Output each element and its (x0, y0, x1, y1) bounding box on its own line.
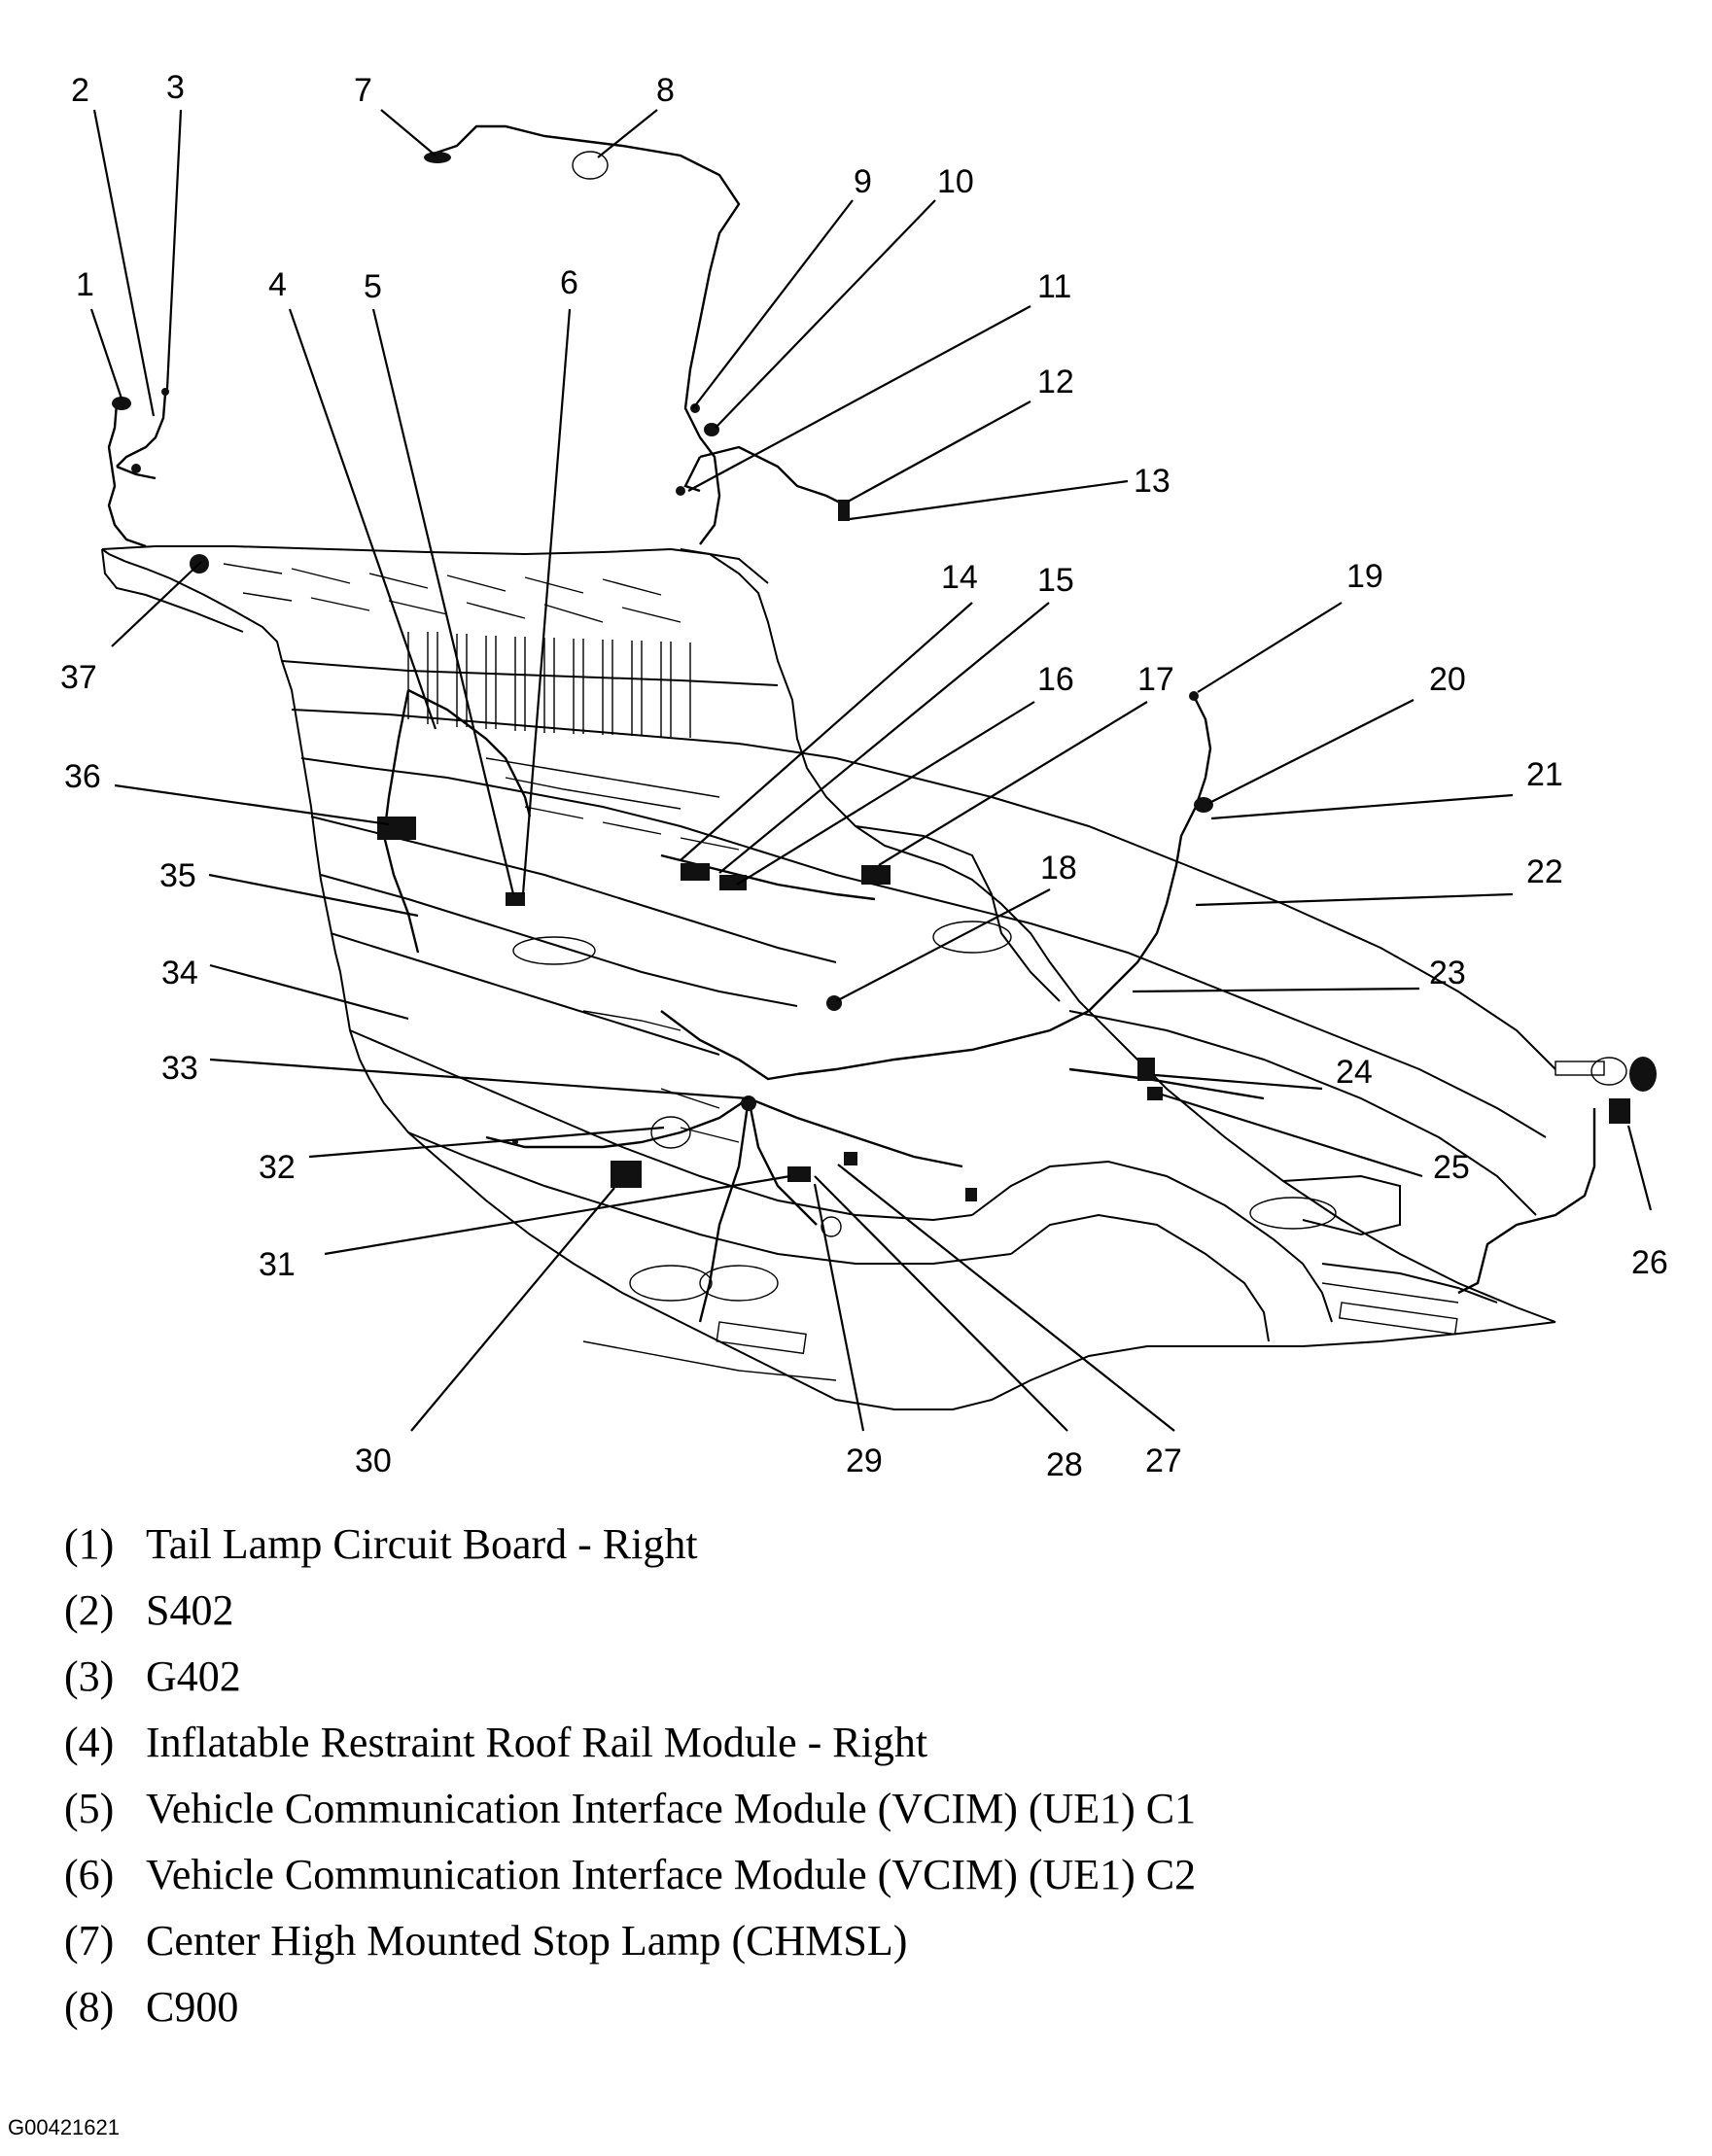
callout-24: 24 (1336, 1054, 1373, 1091)
legend-text: Inflatable Restraint Roof Rail Module - … (146, 1719, 928, 1766)
callout-15: 15 (1037, 562, 1074, 599)
legend-text: Vehicle Communication Interface Module (… (146, 1785, 1197, 1832)
callout-1: 1 (76, 266, 94, 303)
legend-number: (2) (64, 1586, 115, 1634)
legend-number: (3) (64, 1652, 115, 1700)
callout-14: 14 (941, 559, 978, 596)
legend-text: G402 (146, 1652, 241, 1700)
callout-13: 13 (1134, 463, 1170, 500)
callout-23: 23 (1429, 955, 1466, 991)
callout-numbers: 1 2 3 4 5 6 7 8 9 10 11 12 13 14 15 16 1… (60, 69, 1668, 1483)
wiring-harness-diagram: 1 2 3 4 5 6 7 8 9 10 11 12 13 14 15 16 1… (60, 69, 1668, 1483)
callout-11: 11 (1037, 268, 1071, 305)
callout-17: 17 (1137, 661, 1174, 698)
legend-number: (8) (64, 1983, 115, 2031)
callout-6: 6 (560, 264, 578, 301)
legend-item: (2) S402 (64, 1578, 1196, 1644)
callout-37: 37 (60, 659, 97, 696)
figure-id: G00421621 (8, 2115, 120, 2139)
leader-lines (89, 109, 1653, 1432)
callout-4: 4 (268, 266, 287, 303)
legend-number: (6) (64, 1851, 115, 1898)
legend-item: (6) Vehicle Communication Interface Modul… (64, 1842, 1196, 1908)
legend-number: (4) (64, 1719, 115, 1766)
callout-19: 19 (1346, 558, 1383, 595)
callout-21: 21 (1526, 756, 1563, 793)
legend-text: Tail Lamp Circuit Board - Right (146, 1520, 698, 1568)
legend-text: Vehicle Communication Interface Module (… (146, 1851, 1197, 1898)
callout-22: 22 (1526, 853, 1563, 890)
legend-item: (8) C900 (64, 1974, 1196, 2040)
callout-30: 30 (355, 1443, 392, 1479)
callout-27: 27 (1145, 1443, 1182, 1479)
legend-number: (5) (64, 1785, 115, 1832)
callout-2: 2 (71, 72, 89, 109)
callout-16: 16 (1037, 661, 1074, 698)
connectors (112, 151, 1657, 1237)
legend-item: (3) G402 (64, 1644, 1196, 1710)
callout-10: 10 (937, 163, 974, 200)
callout-20: 20 (1429, 661, 1466, 698)
callout-12: 12 (1037, 364, 1074, 400)
callout-29: 29 (846, 1443, 883, 1479)
callout-5: 5 (364, 268, 382, 305)
callout-8: 8 (656, 72, 675, 109)
vehicle-floor-pan (101, 545, 1556, 1410)
callout-25: 25 (1433, 1149, 1470, 1186)
legend-text: C900 (146, 1983, 239, 2031)
callout-7: 7 (354, 72, 372, 109)
callout-35: 35 (159, 857, 196, 894)
callout-18: 18 (1040, 850, 1077, 887)
callout-33: 33 (161, 1050, 198, 1087)
callout-3: 3 (166, 69, 185, 106)
legend-number: (7) (64, 1917, 115, 1965)
legend-text: Center High Mounted Stop Lamp (CHMSL) (146, 1917, 908, 1965)
callout-32: 32 (259, 1149, 296, 1186)
legend-item: (1) Tail Lamp Circuit Board - Right (64, 1512, 1196, 1578)
wiring-harness (107, 124, 1596, 1323)
callout-36: 36 (64, 758, 101, 795)
legend: (1) Tail Lamp Circuit Board - Right (2) S4… (64, 1512, 1196, 2040)
callout-28: 28 (1046, 1446, 1083, 1483)
callout-34: 34 (161, 955, 198, 991)
legend-item: (7) Center High Mounted Stop Lamp (CHMSL) (64, 1908, 1196, 1974)
legend-text: S402 (146, 1586, 234, 1634)
legend-item: (5) Vehicle Communication Interface Modul… (64, 1776, 1196, 1842)
legend-number: (1) (64, 1520, 115, 1568)
callout-31: 31 (259, 1246, 296, 1283)
callout-26: 26 (1631, 1244, 1668, 1281)
callout-9: 9 (854, 163, 872, 200)
legend-item: (4) Inflatable Restraint Roof Rail Module… (64, 1710, 1196, 1776)
